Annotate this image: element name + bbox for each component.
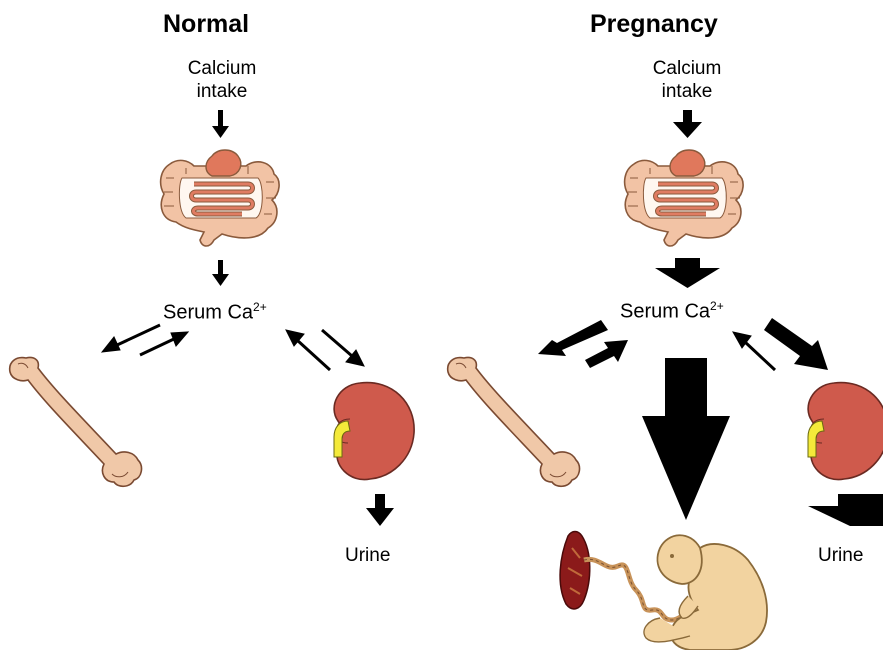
normal-kidney-filtration-arrow	[322, 330, 364, 366]
pregnancy-absorption-arrow	[655, 258, 720, 288]
pregnancy-kidney-icon	[808, 383, 883, 480]
normal-absorption-arrow	[212, 260, 229, 286]
normal-bone-icon	[10, 357, 142, 486]
pregnancy-fetal-transfer-arrow	[642, 358, 730, 520]
pregnancy-intake-arrow	[673, 110, 702, 138]
normal-kidney-icon	[334, 383, 414, 480]
pregnancy-intestine-icon	[625, 150, 743, 246]
normal-intestine-icon	[161, 150, 279, 246]
fetus-icon	[644, 535, 767, 650]
pregnancy-kidney-filtration-arrow	[764, 318, 828, 370]
placenta-icon	[560, 532, 590, 609]
pregnancy-bone-icon	[448, 357, 580, 486]
pregnancy-bone-deposit-arrow	[538, 320, 608, 356]
normal-kidney-reabsorption-arrow	[286, 330, 330, 370]
pregnancy-bone-release-arrow	[585, 340, 628, 368]
normal-bone-deposit-arrow	[102, 325, 160, 352]
normal-intake-arrow	[212, 110, 229, 138]
normal-urine-arrow	[366, 494, 394, 526]
pregnancy-kidney-reabsorption-arrow	[733, 332, 775, 370]
pregnancy-urine-arrow	[808, 494, 883, 526]
normal-bone-release-arrow	[140, 332, 188, 355]
